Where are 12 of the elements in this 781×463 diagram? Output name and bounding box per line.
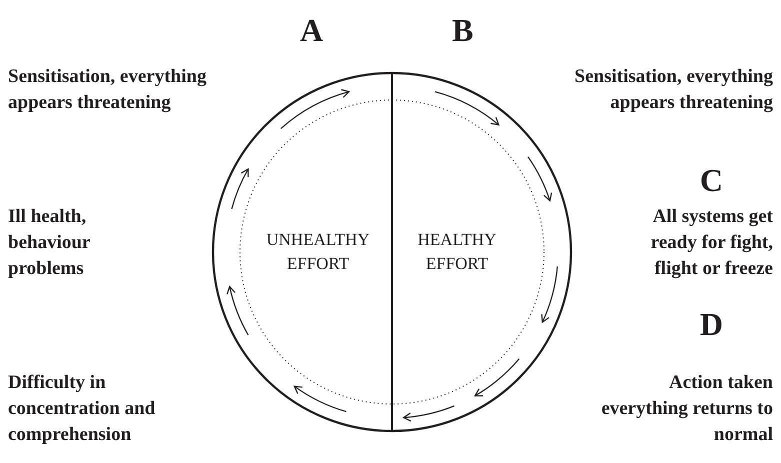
section-letter: A xyxy=(300,14,324,46)
section-letter: B xyxy=(452,14,474,46)
section-label: HEALTHY EFFORT xyxy=(402,228,512,276)
description-text: Difficulty in concentration and comprehension xyxy=(8,371,156,447)
section-label: UNHEALTHY EFFORT xyxy=(254,228,382,276)
section-letter: C xyxy=(700,164,723,196)
section-letter: D xyxy=(700,308,723,340)
description-text: Sensitisation, everything appears threatening xyxy=(8,65,208,115)
description-text: Ill health, behaviour problems xyxy=(8,205,92,281)
description-text: Action taken everything returns to normal xyxy=(600,371,773,447)
description-text: Sensitisation, everything appears threatening xyxy=(574,65,773,115)
description-text: All systems get ready for fight, flight or freeze xyxy=(650,205,773,281)
